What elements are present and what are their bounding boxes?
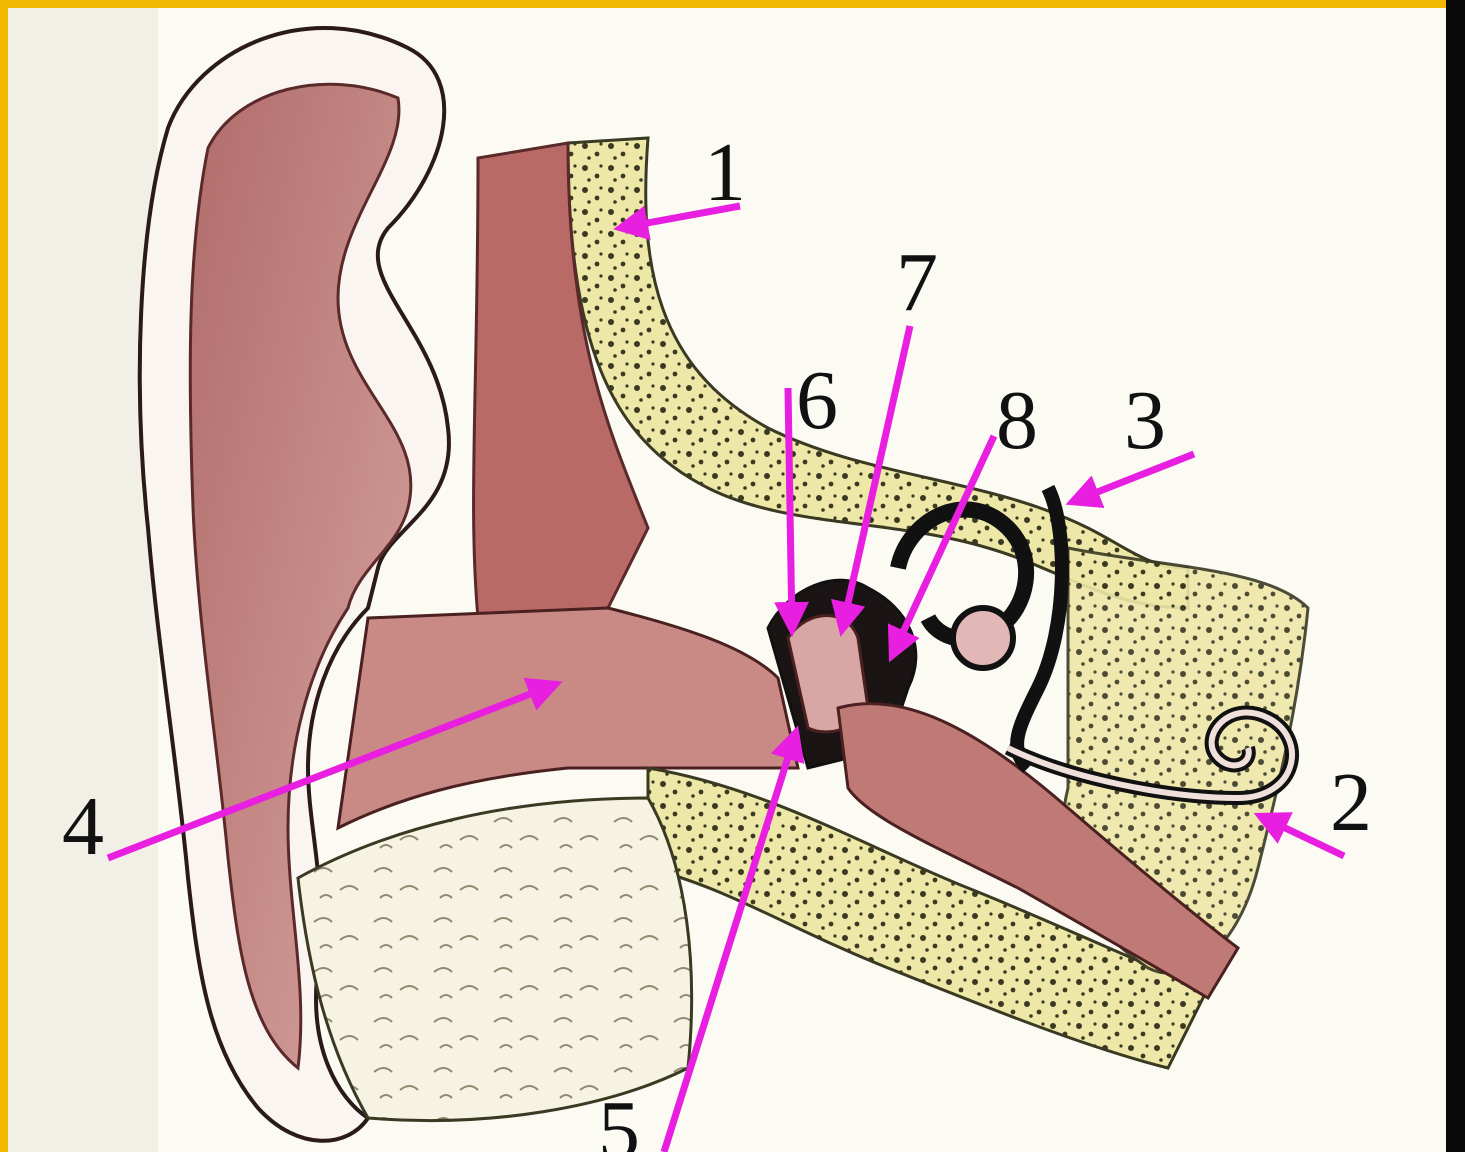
label-3: 3 [1124,374,1166,467]
label-2: 2 [1330,756,1372,849]
label-5: 5 [598,1084,640,1152]
temporal-bone-upper [568,138,1188,608]
label-4: 4 [62,780,104,873]
mastoid [298,798,692,1121]
label-1: 1 [704,126,746,219]
background-wash [8,8,158,1152]
ear-diagram: 1 2 3 4 5 6 7 8 [8,8,1446,1152]
frame-right-edge [1446,0,1465,1152]
label-6: 6 [796,354,838,447]
label-7: 7 [896,236,938,329]
arrow-6 [788,388,792,630]
label-8: 8 [996,374,1038,467]
illustration-canvas: 1 2 3 4 5 6 7 8 [8,8,1446,1152]
vestibule [953,608,1013,668]
